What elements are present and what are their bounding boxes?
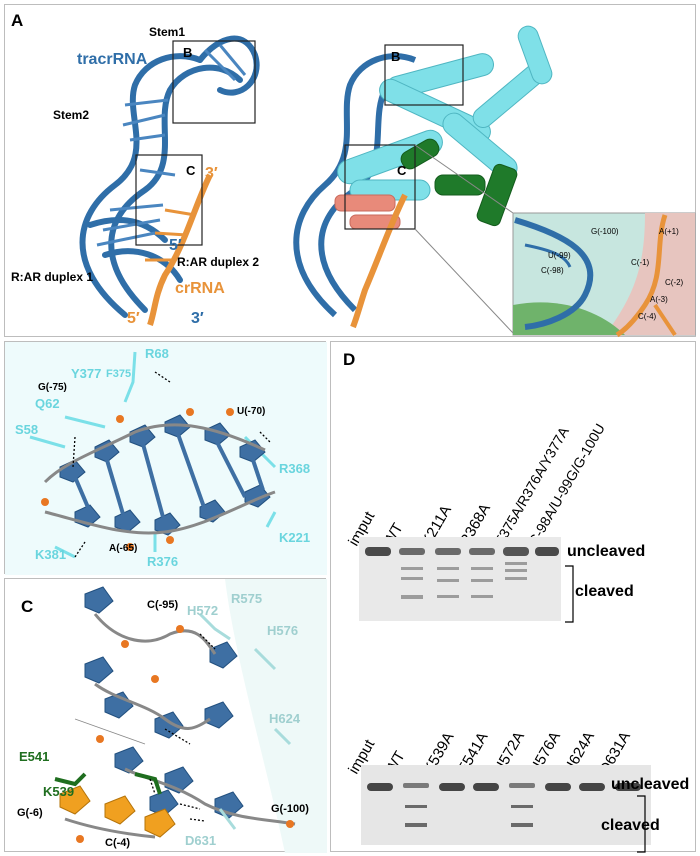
residue-e541: E541 bbox=[19, 749, 50, 764]
panel-b-structure bbox=[5, 342, 327, 575]
crrna-3prime-label: 3′ bbox=[205, 165, 218, 182]
nucleotide-c4: C(-4) bbox=[105, 837, 131, 849]
inset-g100: G(-100) bbox=[591, 227, 619, 236]
panel-c-structure bbox=[54, 579, 327, 853]
inset-u99: U(-99) bbox=[548, 251, 571, 260]
nucleotide-g75: G(-75) bbox=[38, 382, 67, 393]
residue-h572: H572 bbox=[187, 603, 219, 618]
panel-a-structure bbox=[79, 25, 696, 338]
panel-b: B bbox=[4, 341, 327, 575]
duplex2-label: R:AR duplex 2 bbox=[177, 255, 260, 269]
gel2-cleaved-bracket bbox=[637, 795, 646, 853]
gel1-cleaved-bracket bbox=[565, 565, 574, 623]
gel2-image bbox=[361, 765, 651, 845]
duplex1-label: R:AR duplex 1 bbox=[11, 270, 94, 284]
tracrrna-helix-left bbox=[79, 35, 260, 318]
inset-cm1: C(-1) bbox=[631, 258, 650, 267]
inset-am3: A(-3) bbox=[650, 295, 668, 304]
gel2-uncleaved-label: uncleaved bbox=[611, 776, 690, 793]
residue-r575: R575 bbox=[231, 591, 263, 606]
gel1-cleaved-label: cleaved bbox=[575, 583, 634, 600]
residue-r68: R68 bbox=[145, 346, 169, 361]
crrna-label: crRNA bbox=[175, 280, 225, 297]
box-c-label-left: C bbox=[186, 163, 196, 178]
stem1-label: Stem1 bbox=[149, 25, 186, 39]
residue-y377: Y377 bbox=[71, 366, 102, 381]
panel-c-label: C bbox=[21, 597, 34, 616]
crrna-5prime-label: 5′ bbox=[127, 310, 140, 327]
tracr-3prime-label: 3′ bbox=[191, 310, 204, 327]
tracr-5prime-label: 5′ bbox=[169, 237, 182, 254]
inset-zoom bbox=[512, 212, 696, 338]
protein-cyan bbox=[337, 25, 553, 201]
protein-green bbox=[400, 138, 518, 227]
nucleotide-u70: U(-70) bbox=[237, 406, 266, 417]
residue-h576: H576 bbox=[267, 623, 299, 638]
panel-c: C bbox=[4, 578, 327, 853]
residue-f375: F375 bbox=[106, 368, 132, 380]
panel-d: D imput WT K211A R368A F375A/R376A/Y377A… bbox=[330, 341, 697, 853]
inset-a1: A(+1) bbox=[659, 227, 679, 236]
nucleotide-g100: G(-100) bbox=[271, 803, 309, 815]
panel-d-label: D bbox=[343, 350, 356, 369]
residue-r368: R368 bbox=[279, 461, 311, 476]
residue-s58: S58 bbox=[15, 422, 39, 437]
residue-k381: K381 bbox=[35, 547, 67, 562]
gel2-cleaved-label: cleaved bbox=[601, 817, 660, 834]
residue-r376: R376 bbox=[147, 554, 179, 569]
box-b-label-right: B bbox=[391, 49, 401, 64]
protein-salmon bbox=[334, 194, 401, 230]
inset-c98: C(-98) bbox=[541, 266, 564, 275]
residue-k221: K221 bbox=[279, 530, 311, 545]
residue-q62: Q62 bbox=[35, 396, 60, 411]
tracrrna-label: tracrRNA bbox=[77, 51, 148, 68]
gel1-lane-labels: imput WT K211A R368A F375A/R376A/Y377A C… bbox=[331, 342, 697, 549]
residue-h624: H624 bbox=[269, 711, 301, 726]
nucleotide-a65: A(-65) bbox=[109, 543, 138, 554]
residue-d631: D631 bbox=[185, 833, 217, 848]
stem2-label: Stem2 bbox=[53, 108, 90, 122]
gel1-uncleaved-label: uncleaved bbox=[567, 543, 646, 560]
box-c-label-right: C bbox=[397, 163, 407, 178]
panel-a: A bbox=[4, 4, 696, 338]
nucleotide-c95: C(-95) bbox=[147, 599, 179, 611]
box-b-label-left: B bbox=[183, 45, 193, 60]
residue-k539: K539 bbox=[43, 784, 75, 799]
inset-cm4: C(-4) bbox=[638, 312, 657, 321]
inset-cm2: C(-2) bbox=[665, 278, 684, 287]
nucleotide-g6: G(-6) bbox=[17, 807, 43, 819]
panel-a-label: A bbox=[11, 11, 24, 30]
gel1-image bbox=[359, 537, 561, 621]
